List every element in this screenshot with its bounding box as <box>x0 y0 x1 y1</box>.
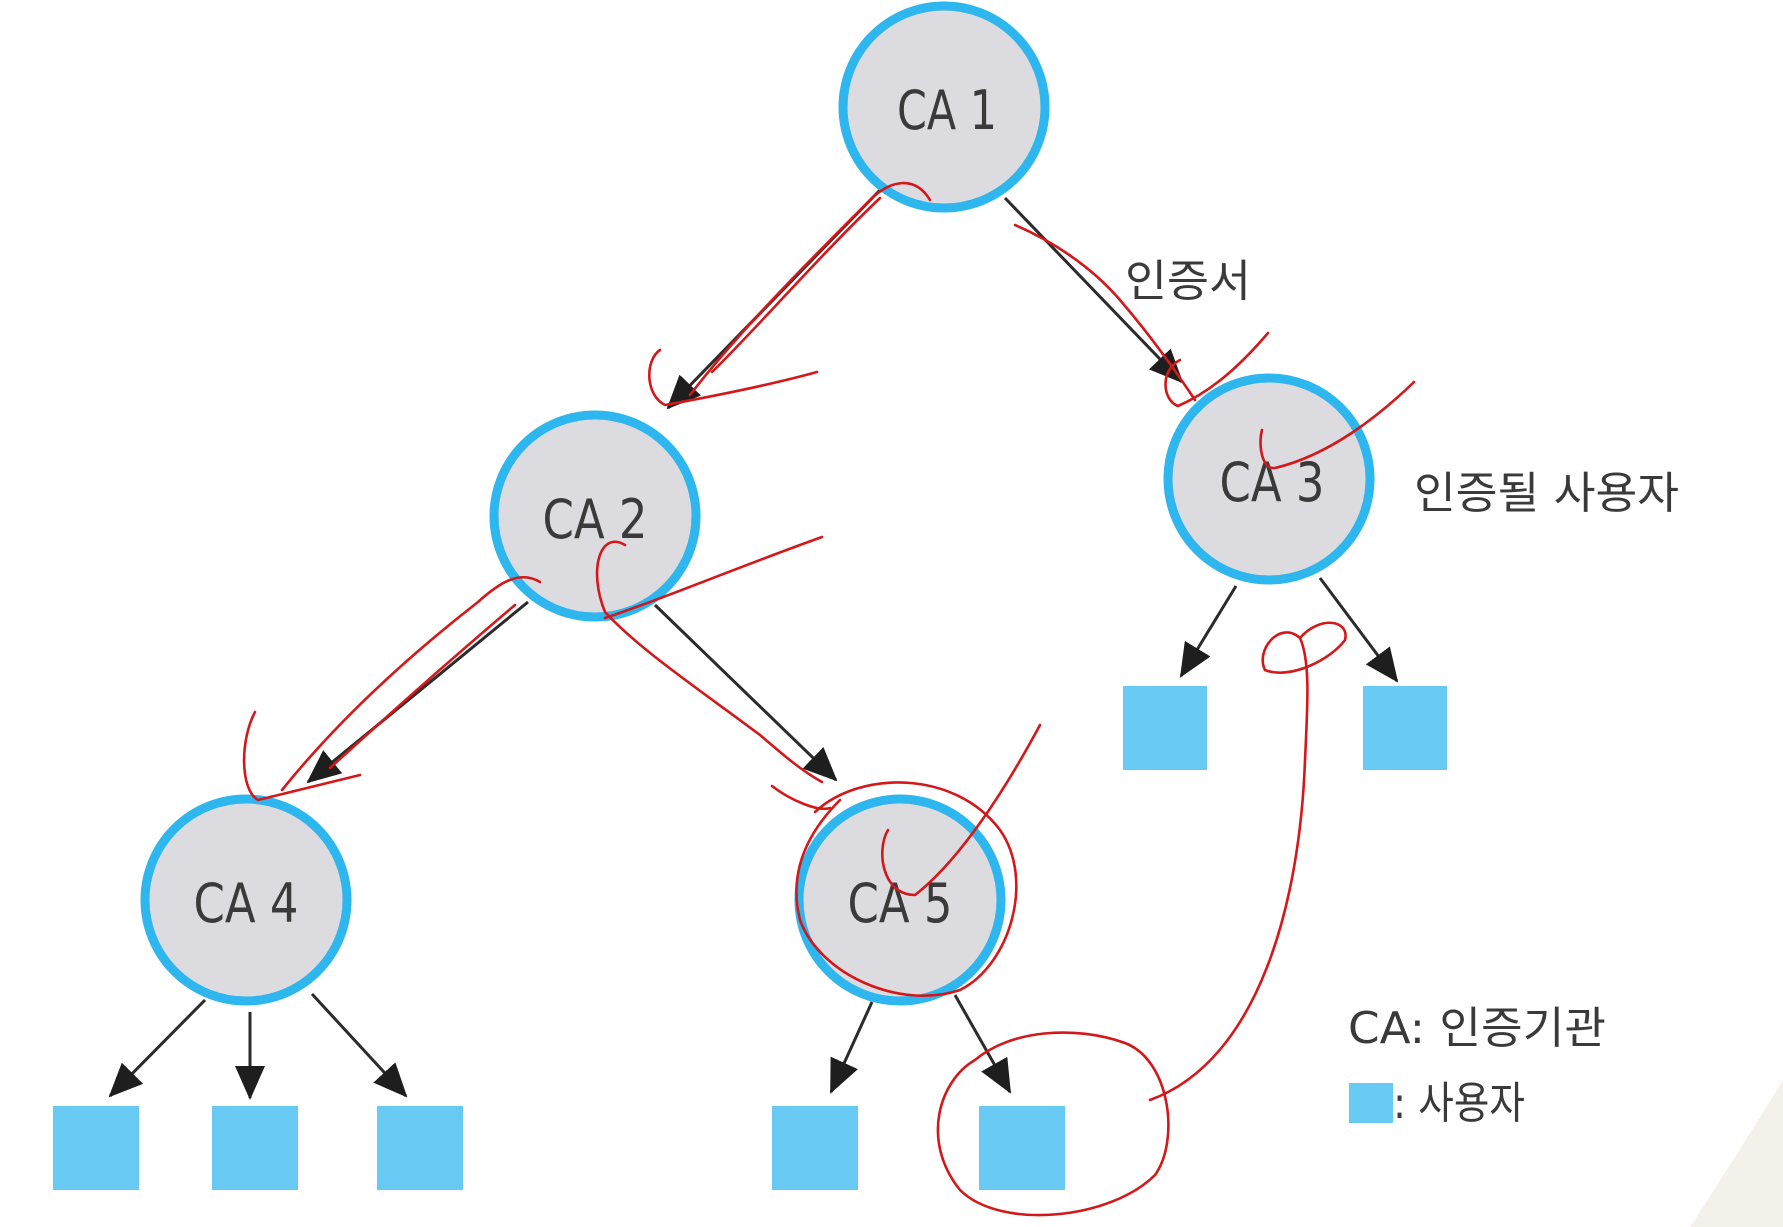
ca-node-5: CA 5 <box>794 794 1006 1006</box>
edge-ca4-user-c <box>310 992 408 1098</box>
user-ca3-b <box>1363 686 1447 770</box>
edge-ca5-user-a <box>829 1001 874 1094</box>
certificate-label: 인증서 <box>1125 256 1251 307</box>
edge-ca2-ca4 <box>306 600 529 784</box>
ink-circle-ca5 <box>795 781 1018 997</box>
edge-ca3-user-a <box>1179 585 1238 678</box>
ink-tick-ca4-arrow <box>242 710 362 802</box>
ink-tick-ca2 <box>603 535 824 620</box>
edge-ca5-user-b <box>953 994 1012 1094</box>
ca-node-4-label: CA 4 <box>194 872 299 935</box>
ink-arrow-ca1-ca2-b <box>710 196 882 374</box>
user-ca4-c <box>377 1106 463 1190</box>
ca-node-3-label: CA 3 <box>1220 451 1325 514</box>
user-ca3-a <box>1123 686 1207 770</box>
ink-check-ca3 <box>1259 380 1416 470</box>
ca-node-3: CA 3 <box>1163 373 1375 585</box>
ink-circle-target-user <box>936 1031 1170 1217</box>
user-to-be-certified-label: 인증될 사용자 <box>1414 468 1679 519</box>
ink-check-ca5 <box>881 723 1042 897</box>
legend-user-swatch <box>1349 1083 1393 1123</box>
handwritten-annotations <box>242 181 1416 1217</box>
ca-node-2: CA 2 <box>489 410 701 622</box>
ca-node-4: CA 4 <box>140 794 352 1006</box>
edge-ca4-user-a <box>108 998 207 1098</box>
legend-user-label: : 사용자 <box>1393 1078 1525 1129</box>
ca-node-5-label: CA 5 <box>848 872 953 935</box>
ink-tick-ca5-arrow <box>770 784 832 811</box>
legend-ca-label: CA: 인증기관 <box>1348 1003 1606 1054</box>
edge-ca3-user-b <box>1318 577 1399 683</box>
user-ca5-b <box>979 1106 1065 1190</box>
user-ca4-a <box>53 1106 139 1190</box>
ink-arrow-ca2-ca5 <box>595 540 824 784</box>
users <box>53 686 1447 1190</box>
ink-arrow-ca2-ca4-a <box>280 576 542 792</box>
edge-ca2-ca5 <box>653 603 838 782</box>
ink-arrow-ca1-ca3 <box>1013 223 1197 402</box>
ink-loop-ca3-users <box>1148 621 1347 1102</box>
ink-arrow-ca1-ca2-a <box>688 181 932 397</box>
legend: CA: 인증기관 : 사용자 <box>1348 1003 1606 1129</box>
user-ca4-b <box>212 1106 298 1190</box>
ink-tick-ca3-arrow <box>1164 331 1270 408</box>
ink-arrow-ca2-ca4-b <box>328 603 517 770</box>
edges <box>108 188 1399 1100</box>
edge-ca1-ca3 <box>1003 196 1184 384</box>
background-corner <box>1690 1080 1783 1227</box>
user-ca5-a <box>772 1106 858 1190</box>
ink-tick-ca2-arrow <box>648 348 819 407</box>
ca-node-2-label: CA 2 <box>543 488 648 551</box>
ca-node-1-label: CA 1 <box>897 79 997 142</box>
ca-node-1: CA 1 <box>838 1 1050 213</box>
